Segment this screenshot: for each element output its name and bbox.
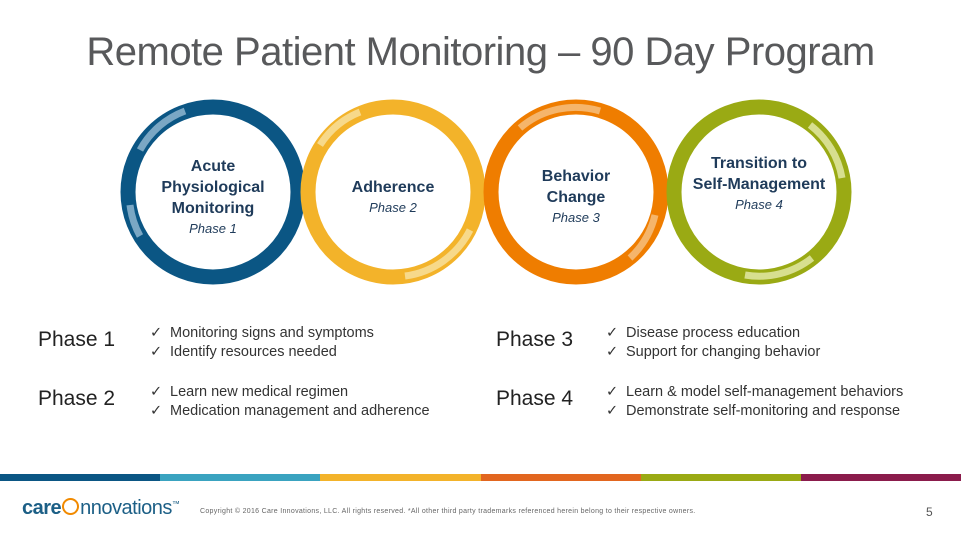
- phase-3-circle-phase: Phase 3: [552, 210, 600, 225]
- check-icon: ✓: [606, 403, 619, 419]
- phase-2-list: ✓Learn new medical regimen ✓Medication m…: [150, 383, 430, 421]
- phase-1-list: ✓Monitoring signs and symptoms ✓Identify…: [150, 324, 374, 362]
- phase-3-list: ✓Disease process education ✓Support for …: [606, 324, 820, 362]
- footer-bar-segment-teal: [160, 474, 321, 481]
- list-item: ✓Learn new medical regimen: [150, 384, 349, 400]
- list-item: ✓Support for changing behavior: [606, 344, 821, 360]
- phase-1-name-line-1: Acute: [190, 158, 236, 175]
- phase-3-name-line-1: Behavior: [541, 168, 611, 185]
- check-icon: ✓: [606, 344, 619, 360]
- check-icon: ✓: [150, 344, 163, 360]
- copyright-text: Copyright © 2016 Care Innovations, LLC. …: [200, 508, 696, 515]
- phase-4-circle: [666, 99, 852, 285]
- footer-bar-segment-maroon: [800, 474, 961, 481]
- phase-3-heading: Phase 3: [496, 328, 574, 351]
- phase-2-circle-phase: Phase 2: [369, 200, 417, 215]
- phase-2-heading: Phase 2: [38, 387, 116, 410]
- footer-bar-segment-yellow: [320, 474, 481, 481]
- phase-1-circle-phase: Phase 1: [189, 221, 237, 236]
- page-title: Remote Patient Monitoring – 90 Day Progr…: [86, 30, 875, 74]
- phase-4-name-line-1: Transition to: [711, 155, 807, 172]
- list-item: ✓Demonstrate self-monitoring and respons…: [606, 403, 901, 419]
- care-innovations-logo: care nnovations™: [22, 497, 180, 520]
- footer-bar-segment-green: [640, 474, 801, 481]
- phase-3-circle: [483, 99, 669, 285]
- footer-bar-segment-blue: [0, 474, 161, 481]
- logo-trademark: ™: [171, 499, 180, 509]
- phase-2-circle-label: Adherence Phase 2: [323, 177, 463, 215]
- list-item: ✓Medication management and adherence: [150, 403, 430, 419]
- check-icon: ✓: [150, 384, 163, 400]
- phase-2-name-line-1: Adherence: [351, 179, 435, 196]
- phase-1-name-line-2: Physiological: [161, 179, 265, 196]
- list-item: ✓Disease process education: [606, 325, 801, 341]
- phase-1-circle-label: Acute Physiological Monitoring Phase 1: [143, 156, 283, 236]
- phase-3-name-line-2: Change: [546, 189, 606, 206]
- footer-bar-segment-orange: [480, 474, 641, 481]
- list-item: ✓Learn & model self-management behaviors: [606, 384, 904, 400]
- phase-4-circle-phase: Phase 4: [735, 197, 783, 212]
- check-icon: ✓: [150, 325, 163, 341]
- check-icon: ✓: [606, 384, 619, 400]
- phase-1-heading: Phase 1: [38, 328, 116, 351]
- logo-care-text: care: [22, 497, 62, 519]
- page-number: 5: [926, 505, 933, 519]
- phase-4-name-line-2: Self-Management: [692, 176, 826, 193]
- list-item: ✓Monitoring signs and symptoms: [150, 325, 374, 341]
- check-icon: ✓: [150, 403, 163, 419]
- phase-2-circle: [300, 99, 486, 285]
- phase-4-list: ✓Learn & model self-management behaviors…: [606, 383, 903, 421]
- footer-color-bar: [0, 474, 961, 481]
- phase-1-name-line-3: Monitoring: [171, 200, 255, 217]
- list-item: ✓Identify resources needed: [150, 344, 337, 360]
- phase-circles-diagram: [120, 99, 852, 285]
- phase-4-heading: Phase 4: [496, 387, 574, 410]
- logo-innovations-text: nnovations: [80, 497, 172, 519]
- logo-ring-icon: [62, 498, 80, 516]
- phase-3-circle-label: Behavior Change Phase 3: [506, 166, 646, 225]
- check-icon: ✓: [606, 325, 619, 341]
- phase-1-circle: [120, 99, 306, 285]
- phase-4-circle-label: Transition to Self-Management Phase 4: [674, 153, 844, 212]
